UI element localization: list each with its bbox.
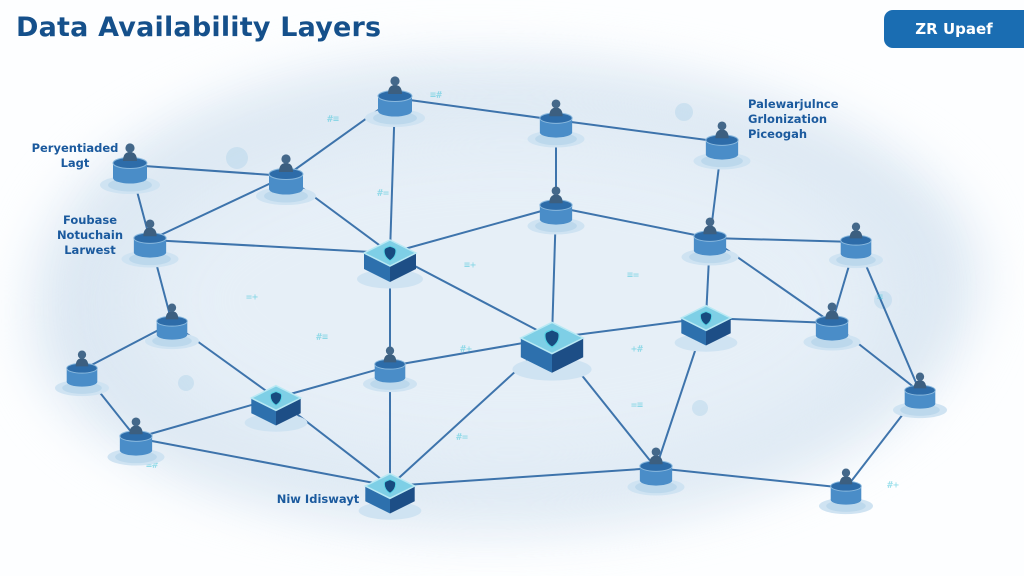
person-icon bbox=[279, 163, 293, 172]
edge bbox=[149, 175, 287, 241]
ghost-node bbox=[226, 147, 248, 169]
decor-glyph: #+ bbox=[460, 344, 472, 355]
network-node-cylinder bbox=[693, 121, 751, 170]
decor-glyph: #≡ bbox=[316, 332, 328, 343]
network-node-cylinder bbox=[363, 346, 417, 393]
person-icon bbox=[388, 85, 402, 94]
person-icon bbox=[703, 225, 717, 235]
person-icon bbox=[75, 358, 89, 367]
decor-glyph: #= bbox=[456, 432, 468, 443]
person-icon bbox=[839, 476, 853, 485]
decor-glyph: #+ bbox=[887, 480, 899, 491]
network-node-cylinder bbox=[829, 222, 883, 269]
decor-glyph: +# bbox=[631, 344, 643, 355]
decor-glyph: #= bbox=[377, 188, 389, 199]
edge bbox=[129, 164, 287, 177]
decor-glyph: #≡ bbox=[327, 114, 339, 125]
ghost-node bbox=[178, 375, 194, 391]
network-node-cylinder bbox=[819, 468, 873, 515]
edge bbox=[389, 467, 657, 487]
person-icon bbox=[715, 129, 729, 139]
person-icon bbox=[549, 194, 563, 204]
decor-glyph: =+ bbox=[246, 292, 258, 303]
ghost-node bbox=[692, 400, 708, 416]
person-icon bbox=[383, 354, 397, 363]
decor-glyph: ≡= bbox=[627, 270, 639, 281]
edge bbox=[655, 467, 847, 489]
node-label: Foubase Notuchain Larwest bbox=[56, 213, 124, 257]
edge bbox=[135, 437, 391, 487]
ghost-node bbox=[675, 103, 693, 121]
person-icon bbox=[849, 230, 863, 239]
network-node-cylinder bbox=[893, 372, 947, 419]
network-node-cylinder bbox=[55, 350, 109, 397]
node-label: Palewarjulnce Grlonization Piceogah bbox=[748, 97, 839, 141]
person-icon bbox=[825, 310, 839, 320]
network-node-cube bbox=[512, 321, 592, 381]
network-node-cylinder bbox=[681, 217, 739, 266]
decor-glyph: ≡+ bbox=[464, 260, 476, 271]
person-icon bbox=[165, 311, 179, 320]
decor-glyph: ≡# bbox=[430, 90, 442, 101]
decor-glyph: ≡ bbox=[877, 292, 883, 303]
network-node-cylinder bbox=[145, 303, 199, 350]
person-icon bbox=[129, 425, 143, 435]
edge bbox=[709, 237, 857, 243]
network-node-cube bbox=[674, 304, 738, 352]
network-node-cylinder bbox=[627, 447, 685, 496]
person-icon bbox=[549, 107, 563, 117]
edge bbox=[149, 239, 391, 254]
page-title: Data Availability Layers bbox=[16, 12, 382, 43]
edge-lines bbox=[81, 97, 921, 489]
node-label: Peryentiaded Lagt bbox=[31, 141, 119, 170]
decor-glyph: =≡ bbox=[631, 400, 643, 411]
node-label: Niw Idiswayt bbox=[276, 492, 360, 506]
corner-badge: ZR Upaef bbox=[884, 10, 1024, 48]
